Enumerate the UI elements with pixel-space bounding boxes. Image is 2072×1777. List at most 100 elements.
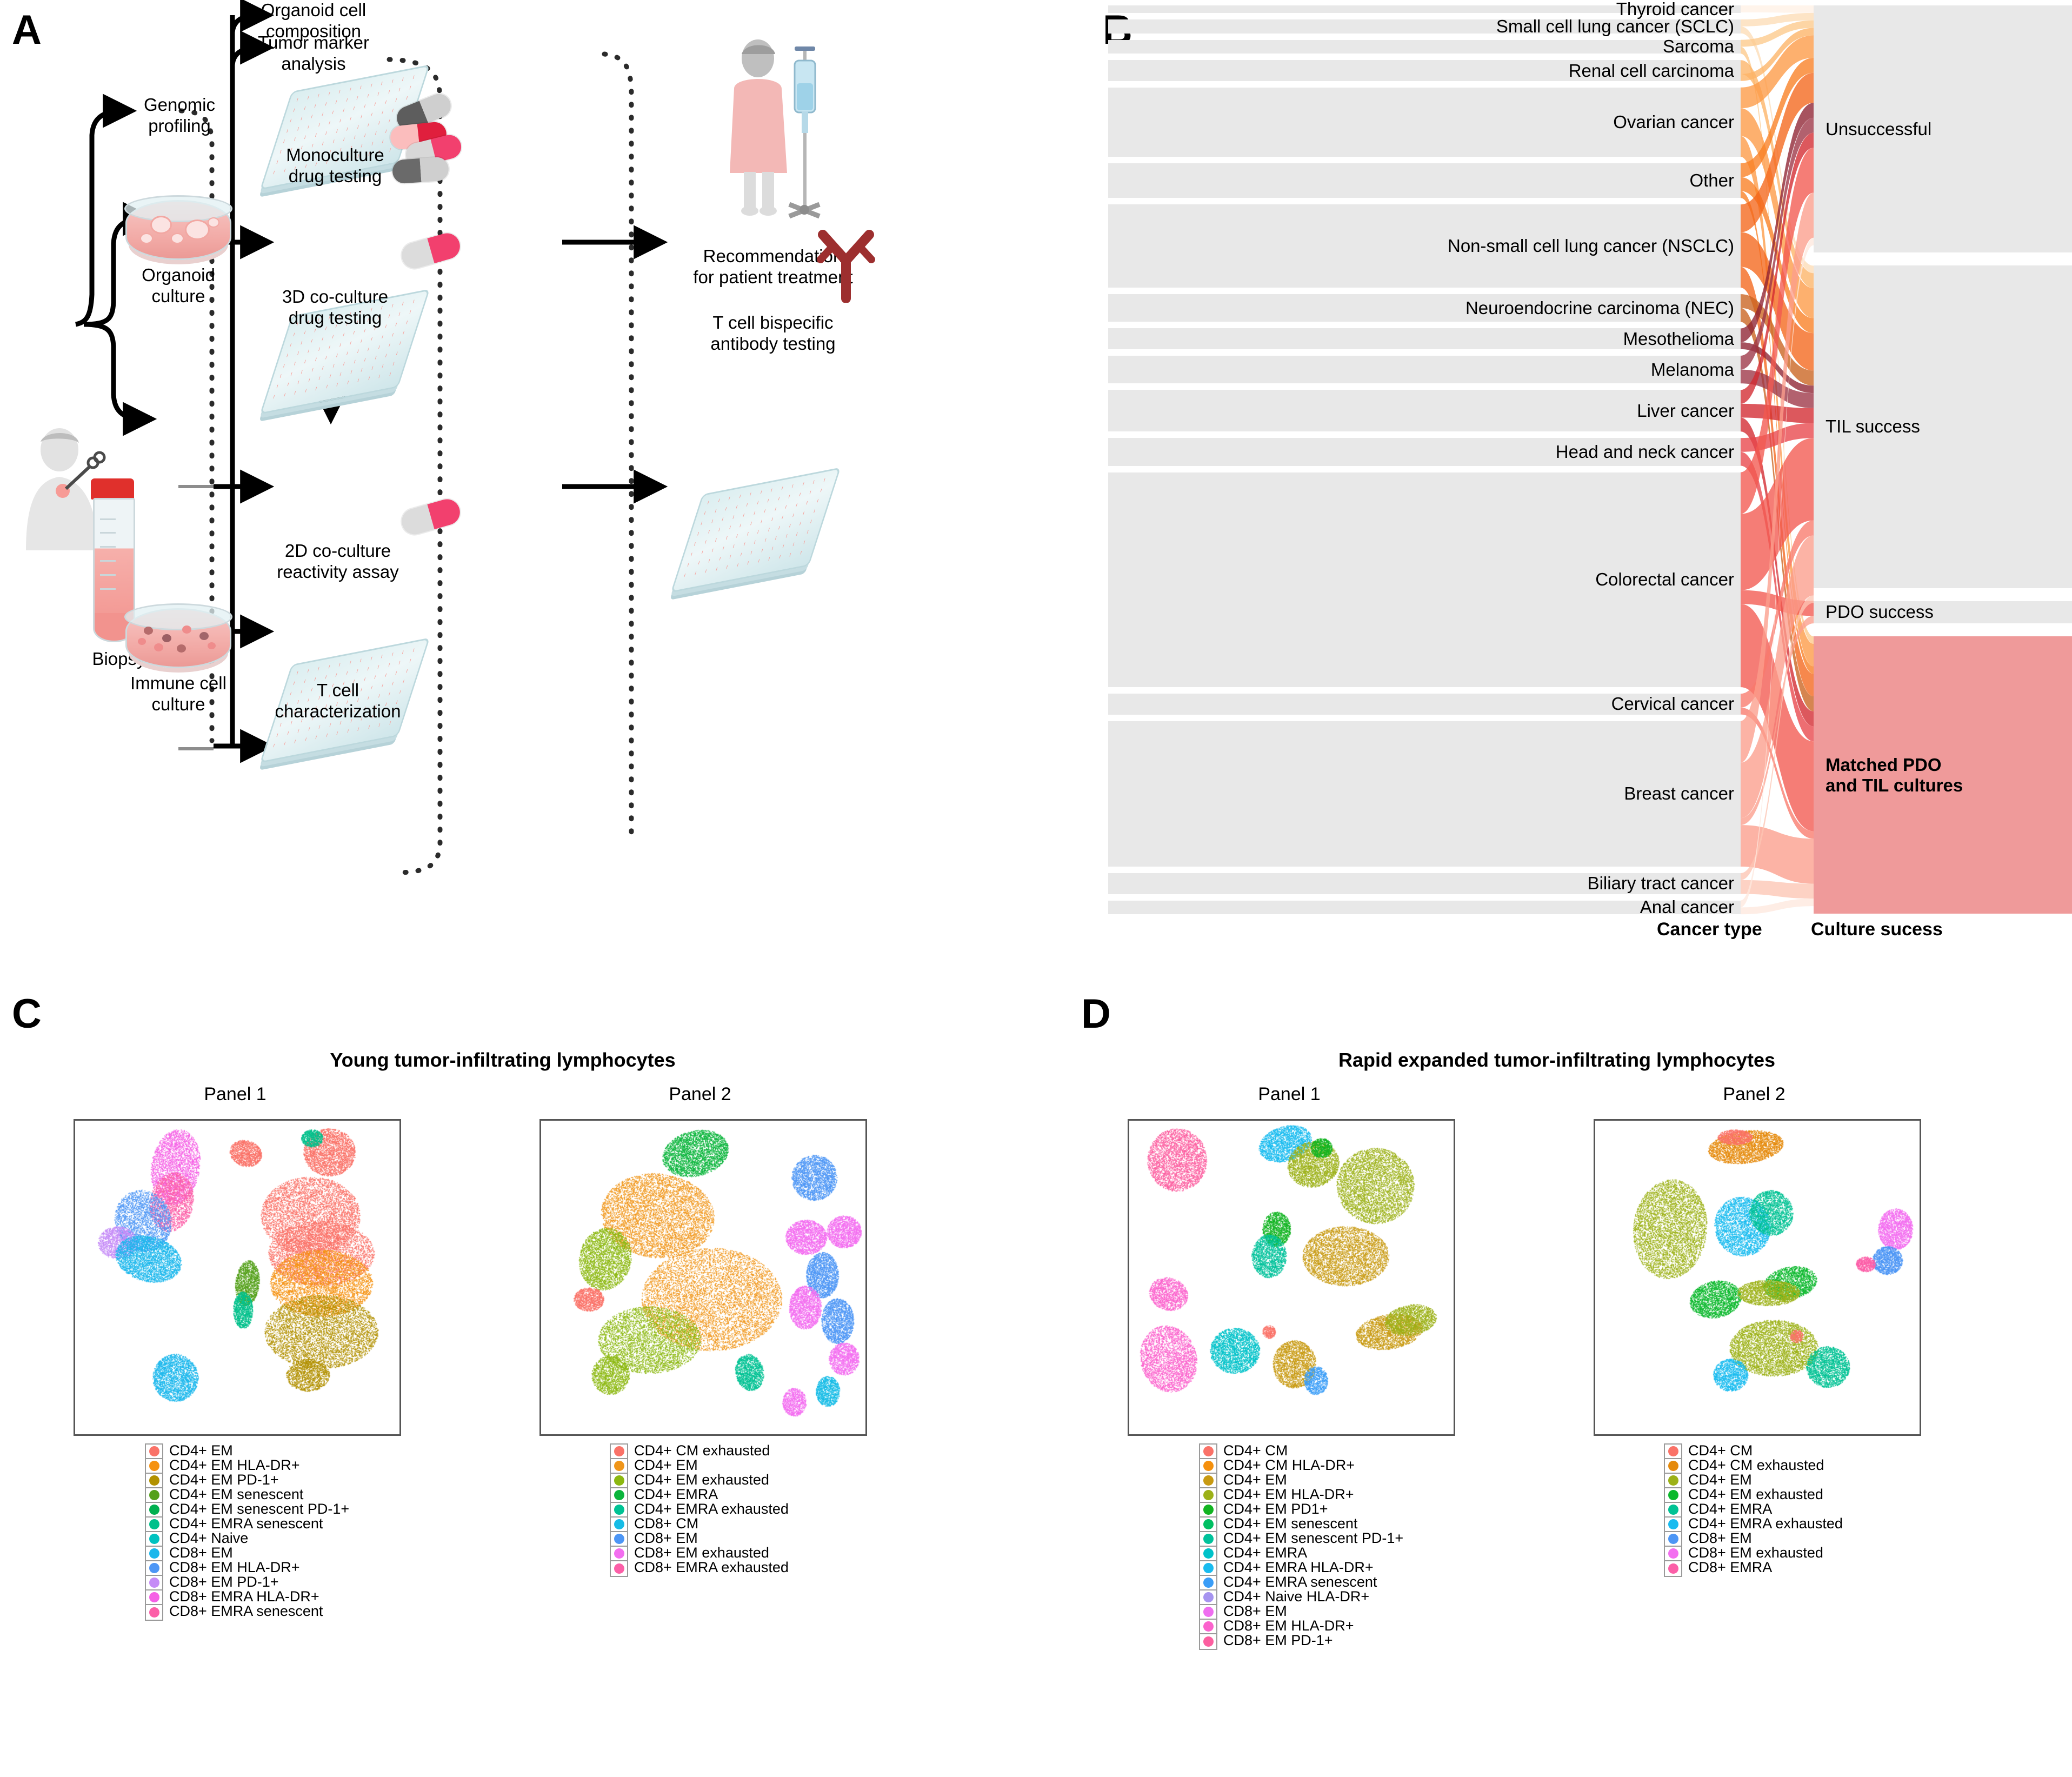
organoid-culture-dish-icon <box>124 195 232 260</box>
legend-entry-label: CD4+ EM HLA-DR+ <box>1223 1486 1354 1502</box>
label-immune-cell-culture: Immune cell culture <box>130 673 226 714</box>
sankey-source-node <box>1108 328 1741 349</box>
label-3d-coculture-drug-testing: 3D co-culture drug testing <box>282 287 389 328</box>
sankey-source-node <box>1108 19 1741 34</box>
label-organoid-culture: Organoid culture <box>142 265 215 306</box>
sankey-target-node <box>1814 601 2072 624</box>
legend-swatch <box>1665 1532 1681 1547</box>
sankey-source-label: Breast cancer <box>1624 783 1734 804</box>
legend-keys <box>1199 1443 1217 1650</box>
legend-entry-label: CD4+ EMRA exhausted <box>1688 1515 1843 1532</box>
legend-entry-label: CD4+ EM senescent <box>1223 1515 1358 1532</box>
legend-dot-icon <box>1203 1446 1214 1456</box>
legend-dot-icon <box>614 1534 624 1544</box>
antibody-icon <box>811 227 881 303</box>
legend-swatch <box>146 1532 162 1547</box>
legend-dot-icon <box>1668 1519 1678 1529</box>
legend-swatch <box>1200 1532 1216 1547</box>
legend-entry-label: CD8+ EM PD-1+ <box>1223 1632 1333 1648</box>
sankey-source-label: Biliary tract cancer <box>1587 873 1734 894</box>
legend-dot-icon <box>1668 1505 1678 1515</box>
panel-c-title: Young tumor-infiltrating lymphocytes <box>330 1049 676 1071</box>
legend-dot-icon <box>1203 1534 1214 1544</box>
sankey-source-node <box>1108 900 1741 915</box>
sankey-source-label: Ovarian cancer <box>1613 111 1734 132</box>
umap-young-til-panel2[interactable] <box>539 1119 867 1436</box>
legend-entry-label: CD4+ EM <box>169 1442 233 1459</box>
legend-entry-label: CD4+ Naive <box>169 1530 249 1546</box>
legend-entry-label: CD4+ CM <box>1223 1442 1288 1459</box>
legend-swatch <box>146 1590 162 1605</box>
sankey-target-node <box>1814 265 2072 588</box>
legend-swatch <box>1200 1561 1216 1576</box>
legend-entry-label: CD4+ EM exhausted <box>634 1472 769 1488</box>
sankey-source-node <box>1108 5 1741 13</box>
legend-dot-icon <box>149 1563 159 1573</box>
sankey-source-node <box>1108 390 1741 432</box>
legend-dot-icon <box>614 1505 624 1515</box>
legend-entry-label: CD4+ EM senescent <box>169 1486 304 1502</box>
panel-d-title: Rapid expanded tumor-infiltrating lympho… <box>1338 1049 1776 1071</box>
panel-c-panel1-subtitle: Panel 1 <box>204 1084 267 1104</box>
legend-entry-label: CD8+ EMRA senescent <box>169 1603 323 1619</box>
label-tumor-marker-analysis: Tumor marker analysis <box>258 32 369 74</box>
legend-dot-icon <box>614 1548 624 1559</box>
legend-entry-label: CD4+ EMRA senescent <box>1223 1574 1377 1590</box>
legend-dot-icon <box>149 1592 159 1602</box>
legend-swatch <box>146 1518 162 1532</box>
legend-entry-label: CD4+ EM PD-1+ <box>169 1472 279 1488</box>
legend-dot-icon <box>1668 1446 1678 1456</box>
legend-swatch <box>611 1547 627 1561</box>
sankey-source-node <box>1108 438 1741 466</box>
legend-dot-icon <box>149 1475 159 1486</box>
legend-dot-icon <box>149 1446 159 1456</box>
label-genomic-profiling: Genomic profiling <box>143 95 216 136</box>
legend-dot-icon <box>149 1548 159 1559</box>
legend-entry-label: CD8+ EMRA HLA-DR+ <box>169 1588 319 1605</box>
legend-dot-icon <box>1203 1519 1214 1529</box>
legend-entry-label: CD4+ CM exhausted <box>634 1442 770 1459</box>
legend-swatch <box>146 1503 162 1518</box>
legend-swatch <box>1200 1590 1216 1605</box>
panel-d-letter: D <box>1081 991 1111 1037</box>
patient-illustration <box>16 427 119 551</box>
bispecific-plate-icon <box>670 467 841 593</box>
umap-rapid-expanded-til-panel2[interactable] <box>1594 1119 1921 1436</box>
sankey-source-node <box>1108 39 1741 54</box>
legend-dot-icon <box>1668 1461 1678 1471</box>
legend-swatch <box>1200 1518 1216 1532</box>
legend-swatch <box>1200 1459 1216 1474</box>
workflow-arrows <box>75 0 668 875</box>
legend-dot-icon <box>149 1578 159 1588</box>
sankey-source-label: Colorectal cancer <box>1595 569 1734 590</box>
legend-entry-label: CD4+ EM <box>1688 1472 1752 1488</box>
sankey-source-node <box>1108 355 1741 384</box>
legend-entry-label: CD8+ EM exhausted <box>634 1545 769 1561</box>
legend-swatch <box>1665 1561 1681 1576</box>
umap-young-til-panel1[interactable] <box>74 1119 401 1436</box>
legend-entry-label: CD8+ EM <box>169 1545 233 1561</box>
legend-entry-label: CD4+ EMRA <box>634 1486 718 1502</box>
legend-swatch <box>146 1576 162 1590</box>
legend-dot-icon <box>614 1475 624 1486</box>
panel-c-letter: C <box>12 991 42 1037</box>
legend-swatch <box>146 1488 162 1503</box>
legend-dot-icon <box>1203 1636 1214 1647</box>
umap-rapid-expanded-til-panel1[interactable] <box>1128 1119 1455 1436</box>
legend-entry-label: CD4+ EMRA <box>1688 1501 1773 1517</box>
label-monoculture-drug-testing: Monoculture drug testing <box>286 145 384 186</box>
sankey-source-node <box>1108 472 1741 688</box>
legend-entry-label: CD4+ EMRA HLA-DR+ <box>1223 1559 1374 1575</box>
legend-swatch <box>146 1474 162 1488</box>
legend-dot-icon <box>149 1505 159 1515</box>
sankey-source-axis-title: Cancer type <box>1657 919 1762 940</box>
sankey-source-label: Sarcoma <box>1662 36 1734 57</box>
legend-swatch <box>1200 1605 1216 1620</box>
legend-dot-icon <box>1203 1475 1214 1486</box>
panel-d-rapid-expanded-til: D Rapid expanded tumor-infiltrating lymp… <box>1043 984 2072 1777</box>
sankey-source-label: Other <box>1689 170 1734 191</box>
